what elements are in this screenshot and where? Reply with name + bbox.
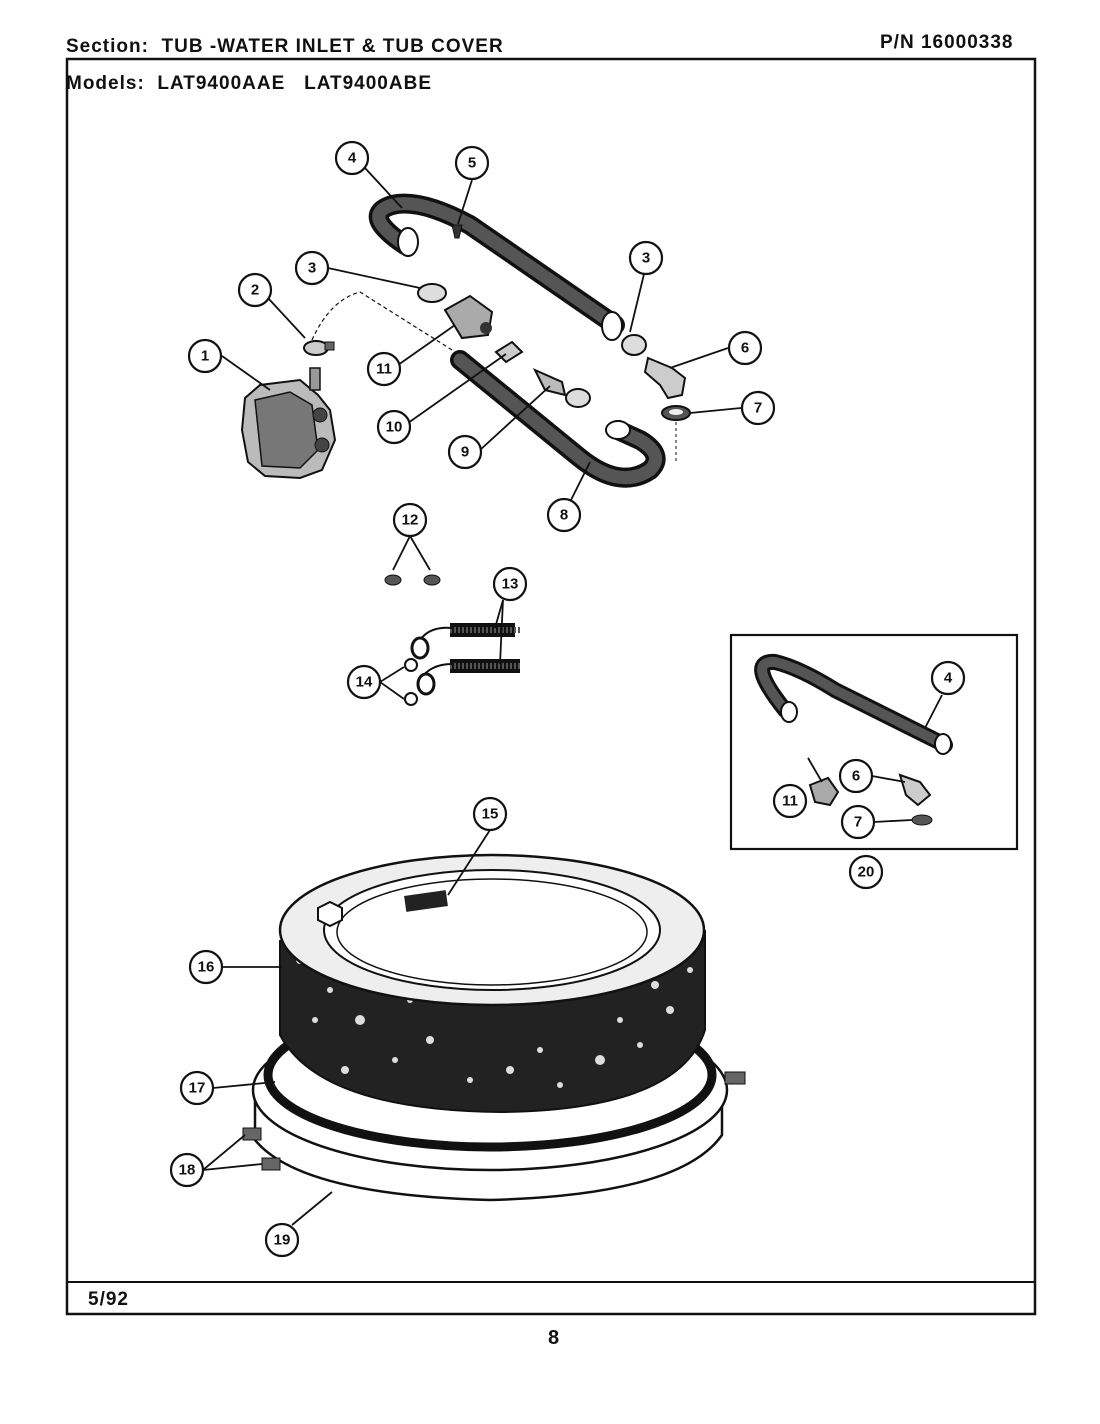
page-number: 8 [548,1327,561,1349]
svg-text:19: 19 [274,1232,291,1249]
svg-text:4: 4 [944,670,953,687]
models-label: Models: [66,73,145,94]
date-code: 5/92 [88,1289,129,1310]
svg-text:9: 9 [461,444,469,461]
callout-18: 18 [169,1152,205,1188]
diagram-frame [65,57,1037,1316]
hose-clamp-part [303,340,335,356]
callout-7: 7 [840,804,876,840]
svg-text:14: 14 [356,674,373,691]
washer-part [404,658,418,706]
svg-text:16: 16 [198,959,215,976]
callout-16: 16 [188,949,224,985]
tub-assembly [242,853,746,1202]
svg-text:10: 10 [386,419,403,436]
callout-17: 17 [179,1070,215,1106]
svg-text:20: 20 [858,864,875,881]
routing-line [311,291,461,356]
section-title: Section: TUB -WATER INLET & TUB COVER [66,36,504,58]
svg-text:18: 18 [179,1162,196,1179]
callout-1: 1 [187,338,223,374]
svg-text:15: 15 [482,806,499,823]
elbow-part [643,356,687,400]
svg-text:13: 13 [502,576,519,593]
section-name: TUB -WATER INLET & TUB COVER [161,36,504,57]
svg-text:6: 6 [741,340,749,357]
inlet-hose-part [368,193,625,341]
inlet-fitting-part [443,294,494,340]
callout-11: 11 [772,783,808,819]
callout-8: 8 [546,497,582,533]
callout-9: 9 [447,434,483,470]
callout-20: 20 [848,854,884,890]
callout-4: 4 [334,140,370,176]
section-label: Section: [66,36,149,57]
svg-text:2: 2 [251,282,259,299]
svg-text:3: 3 [308,260,316,277]
callout-19: 19 [264,1222,300,1258]
fill-hose-part [450,350,666,488]
leader-lines [202,167,943,1226]
svg-text:11: 11 [376,361,392,378]
callout-6: 6 [727,330,763,366]
svg-text:12: 12 [402,512,419,529]
callout-4: 4 [930,660,966,696]
callout-12: 12 [392,502,428,538]
kit-box [729,633,1019,851]
svg-text:11: 11 [782,793,798,810]
svg-text:7: 7 [754,400,762,417]
svg-text:5: 5 [468,155,476,172]
callout-15: 15 [472,796,508,832]
callout-3: 3 [628,240,664,276]
water-valve-part [240,367,337,480]
callout-13: 13 [492,566,528,602]
models-line: Models: LAT9400AAE LAT9400ABE [66,73,432,95]
callout-2: 2 [237,272,273,308]
svg-text:6: 6 [852,768,860,785]
svg-text:3: 3 [642,250,650,267]
svg-text:7: 7 [854,814,862,831]
callout-7: 7 [740,390,776,426]
svg-text:1: 1 [201,348,209,365]
callout-14: 14 [346,664,382,700]
grommet-part [661,405,691,462]
callout-5: 5 [454,145,490,181]
callout-11: 11 [366,351,402,387]
screw-part [451,224,463,239]
callout-6: 6 [838,758,874,794]
svg-text:17: 17 [189,1080,206,1097]
callout-3: 3 [294,250,330,286]
svg-text:4: 4 [348,150,357,167]
models-list: LAT9400AAE LAT9400ABE [157,73,432,94]
svg-text:8: 8 [560,507,568,524]
hose-clamp-part [417,283,647,356]
fill-hoses-part [410,623,520,696]
part-number: P/N 16000338 [880,32,1014,53]
callout-10: 10 [376,409,412,445]
plug-part [384,574,441,586]
